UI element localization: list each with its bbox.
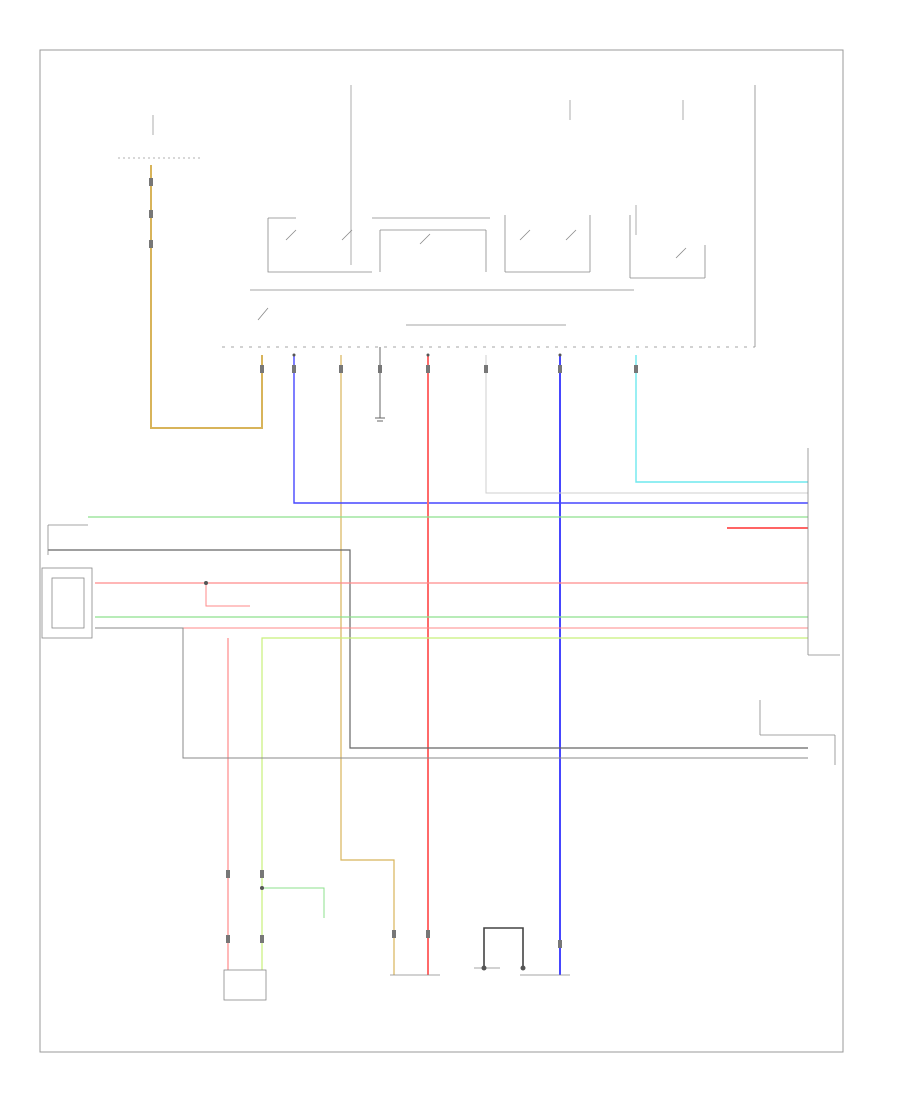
diagram-frame — [39, 49, 844, 1053]
wire-yellow-left — [150, 165, 263, 429]
wire-lightgreen — [261, 637, 808, 970]
relay-group — [222, 85, 756, 348]
left-components — [41, 524, 93, 639]
splice-dots — [204, 353, 562, 971]
ground-symbol-center — [375, 347, 385, 422]
wire-red-splice — [205, 583, 250, 607]
connector-pins — [149, 178, 638, 948]
wire-black-bottom — [483, 927, 524, 968]
bottom-components — [223, 967, 570, 1001]
wire-green-splice — [262, 887, 325, 918]
wire-blue-left — [293, 355, 808, 504]
wire-black-left — [48, 549, 808, 749]
connector-right — [759, 448, 840, 765]
wire-cyan-right — [635, 355, 808, 483]
wire-gray-loop — [95, 627, 808, 759]
wire-yellow-center — [340, 355, 395, 975]
fuse-block-top — [118, 85, 684, 265]
wire-gray-bus — [485, 355, 808, 494]
